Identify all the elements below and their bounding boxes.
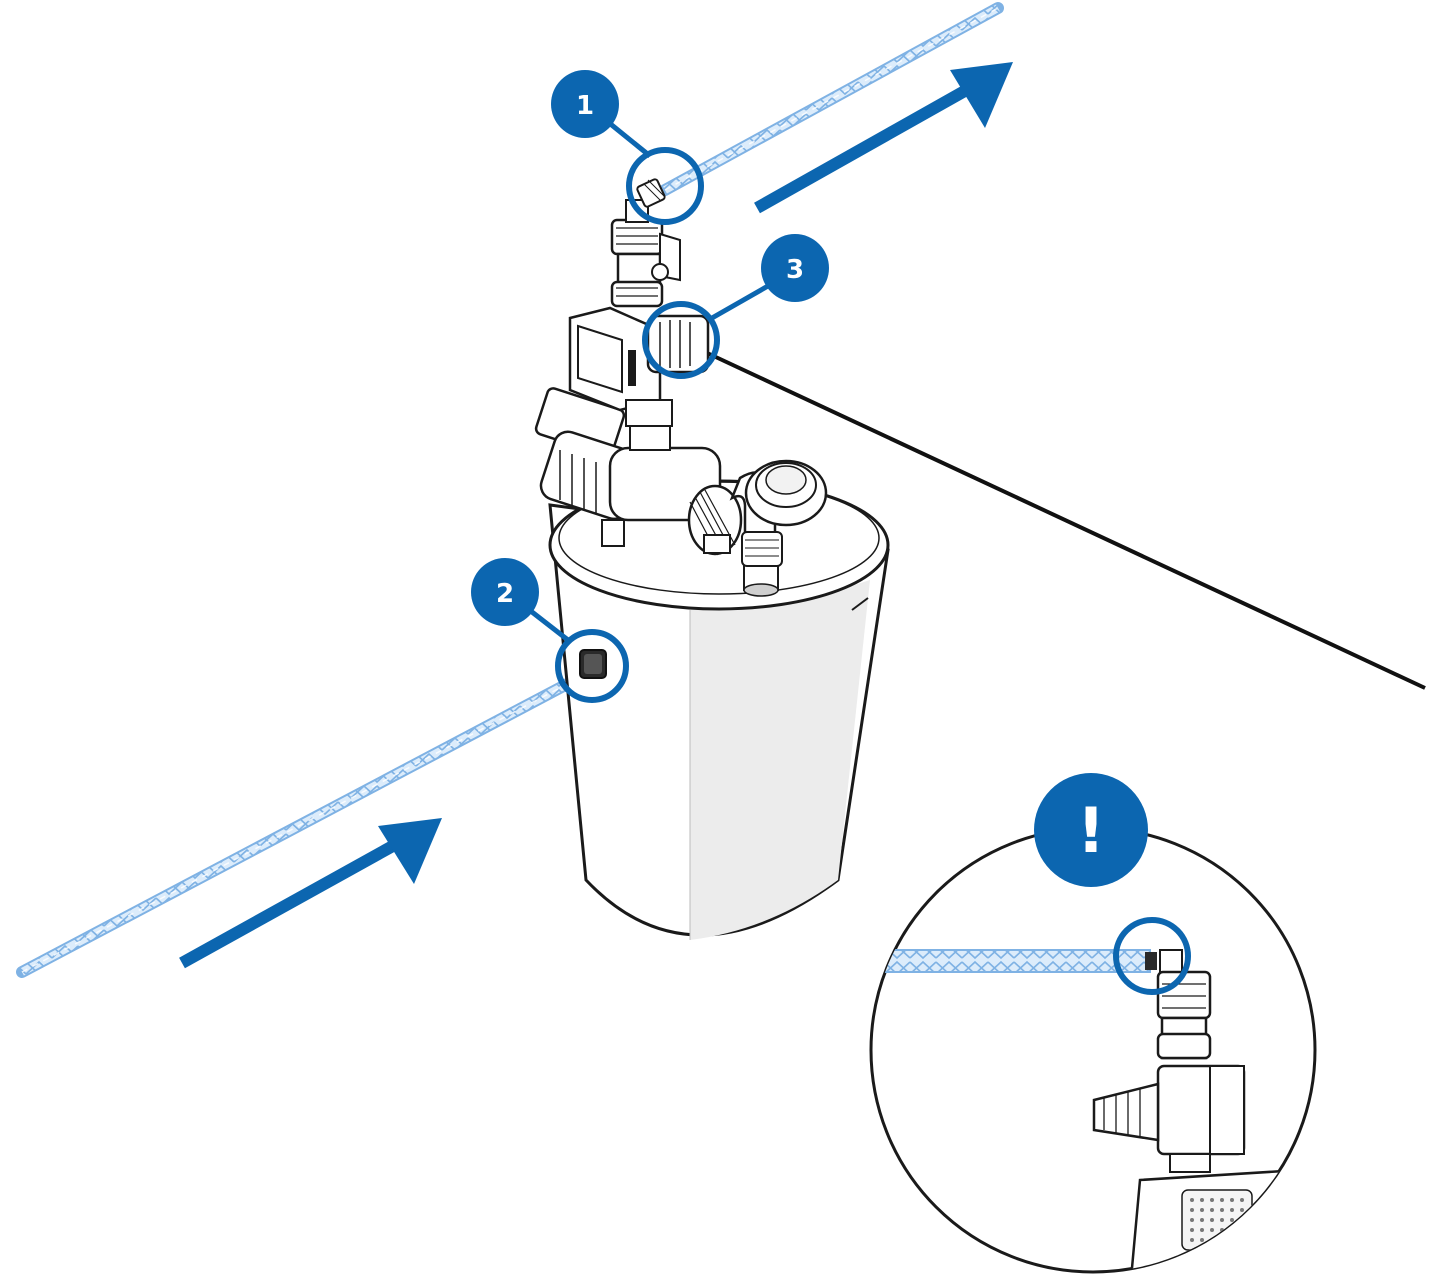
pump-motor xyxy=(534,387,743,556)
callout-badge-1-label: 1 xyxy=(576,91,594,121)
outlet-flow-arrow-icon xyxy=(754,62,1013,214)
callout-badge-3[interactable] xyxy=(761,234,829,302)
callout-badge-1[interactable] xyxy=(551,70,619,138)
outlet-fitting xyxy=(636,178,666,208)
inlet-fitting xyxy=(579,649,607,679)
inlet-hose xyxy=(16,666,596,978)
callout-2: 2 xyxy=(471,558,629,703)
callout-badge-2-label: 2 xyxy=(496,579,514,609)
ball-valve xyxy=(610,199,681,308)
callout-badge-3-label: 3 xyxy=(786,255,804,285)
inlet-flow-arrow-icon xyxy=(179,818,442,969)
pump-elbow-filter xyxy=(729,459,828,567)
callout-1: 1 xyxy=(551,70,704,225)
callout-badge-2[interactable] xyxy=(471,558,539,626)
callout-3: 3 xyxy=(642,234,829,379)
inset-highlight-ring xyxy=(1113,917,1191,995)
warning-badge-label: ! xyxy=(1077,794,1105,867)
warning-badge: ! xyxy=(1034,773,1148,887)
outlet-hose xyxy=(659,2,1004,196)
power-cable xyxy=(704,350,1426,690)
exclamation-icon[interactable] xyxy=(1034,773,1148,887)
detail-inset xyxy=(869,826,1317,1274)
